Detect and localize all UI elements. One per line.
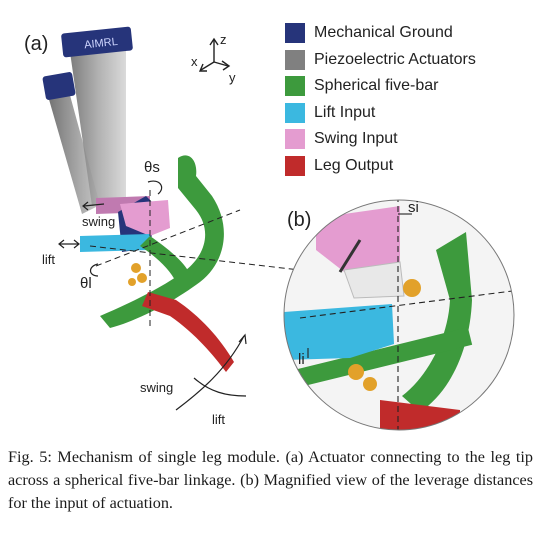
orange-joints xyxy=(128,263,147,286)
legend-swatch xyxy=(285,23,305,44)
lift-input xyxy=(80,234,150,252)
legend-label: Piezoelectric Actuators xyxy=(314,50,476,68)
theta-s-label: θs xyxy=(144,159,160,176)
figure-caption: Fig. 5: Mechanism of single leg module. … xyxy=(8,448,533,512)
leverage-markers xyxy=(307,213,412,358)
legend-item: Swing Input xyxy=(285,126,535,153)
legend-swatch xyxy=(285,102,305,123)
theta-l-label: θl xyxy=(80,275,92,292)
legend-swatch xyxy=(285,76,305,97)
legend-item: Mechanical Ground xyxy=(285,20,535,47)
spherical-five-bar xyxy=(100,155,224,328)
swing-label-bottom: swing xyxy=(140,380,173,395)
l-i-label: li xyxy=(298,351,305,368)
axis-x-label: x xyxy=(191,54,198,69)
motion-arrows xyxy=(58,180,247,411)
logo-text: AIMRL xyxy=(84,36,119,51)
lift-label-bottom: lift xyxy=(212,412,225,427)
construction-lines xyxy=(89,190,301,330)
coordinate-axes-icon xyxy=(198,37,231,72)
legend-label: Leg Output xyxy=(314,156,394,174)
legend-swatch xyxy=(285,155,305,176)
legend-label: Mechanical Ground xyxy=(314,24,453,42)
legend-item: Lift Input xyxy=(285,100,535,127)
legend-swatch xyxy=(285,129,305,150)
legend-swatch xyxy=(285,49,305,70)
piezo-actuators: AIMRL xyxy=(42,26,133,214)
lift-label-left: lift xyxy=(42,252,55,267)
legend-item: Piezoelectric Actuators xyxy=(285,47,535,74)
legend-label: Swing Input xyxy=(314,130,398,148)
legend-item: Spherical five-bar xyxy=(285,73,535,100)
magnified-view xyxy=(283,199,515,431)
legend-label: Lift Input xyxy=(314,103,376,121)
figure: (a) (b) z x y AIMRL xyxy=(24,26,515,431)
legend: Mechanical Ground Piezoelectric Actuator… xyxy=(285,20,535,179)
leg-output xyxy=(142,292,234,372)
swing-label-top: swing xyxy=(82,214,115,229)
axis-z-label: z xyxy=(220,32,227,47)
swing-input xyxy=(120,200,170,236)
panel-a-label: (a) xyxy=(24,33,48,55)
s-i-label: si xyxy=(408,199,419,216)
axis-y-label: y xyxy=(229,70,236,85)
panel-b-label: (b) xyxy=(287,209,311,231)
legend-label: Spherical five-bar xyxy=(314,77,439,95)
legend-item: Leg Output xyxy=(285,153,535,180)
